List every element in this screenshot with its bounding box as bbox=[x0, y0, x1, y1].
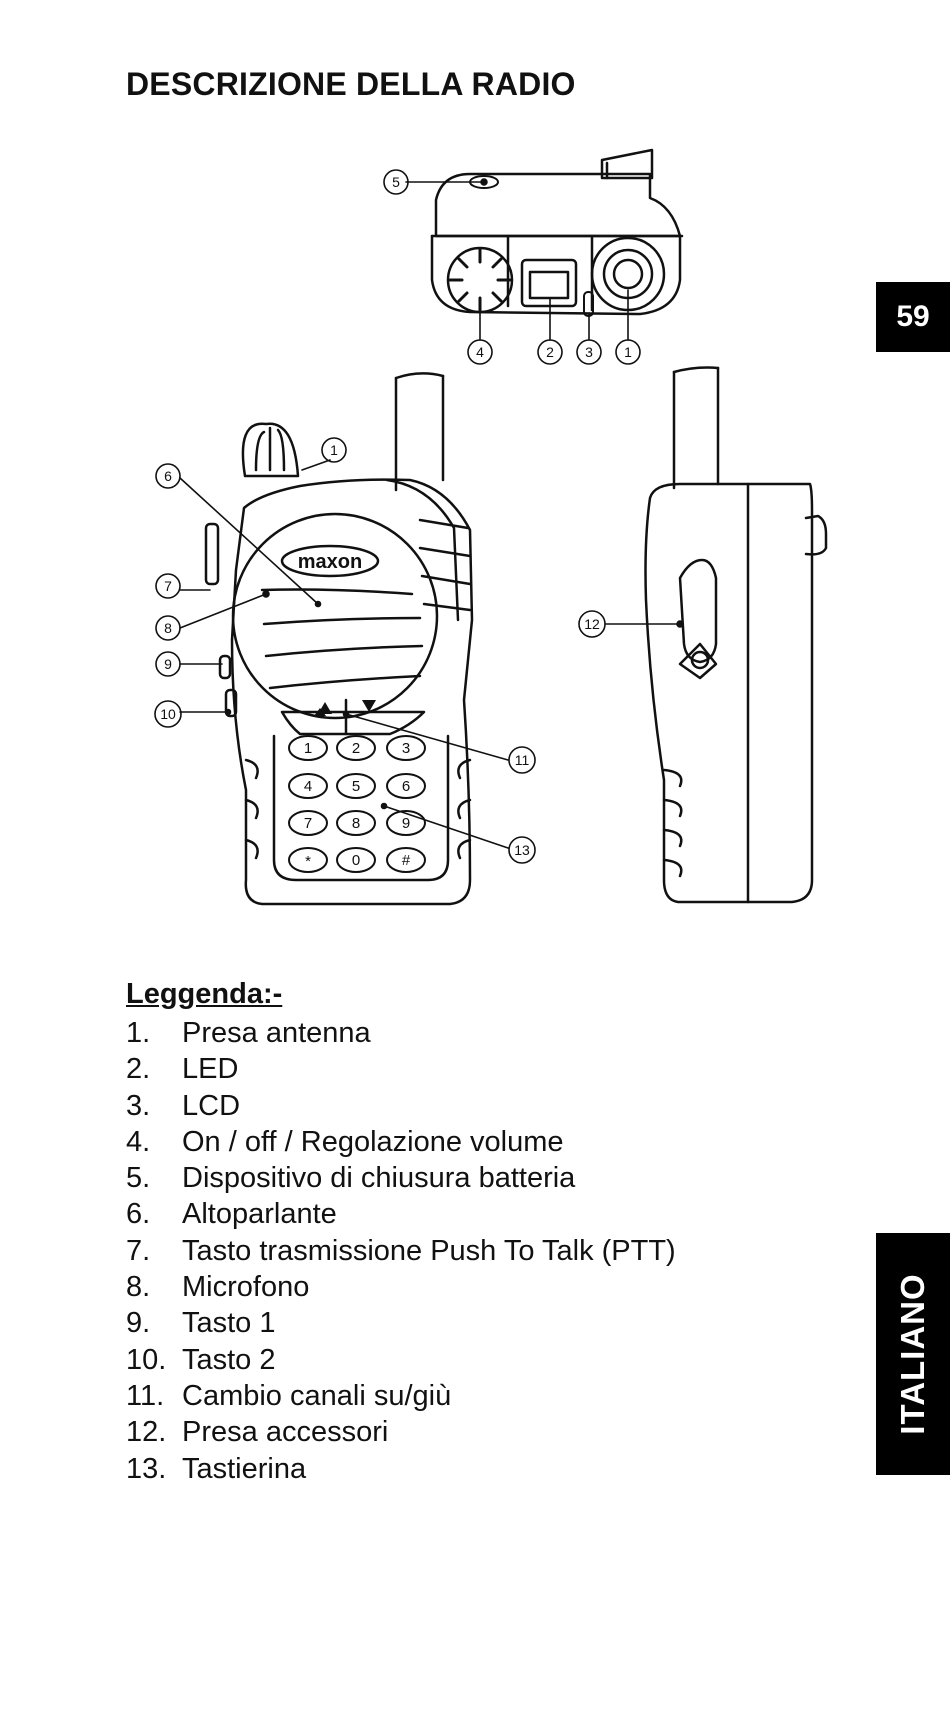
keypad-key-hash: # bbox=[402, 852, 411, 869]
keypad-key-4: 4 bbox=[304, 778, 312, 795]
callout-7: 7 bbox=[164, 578, 172, 594]
keypad-key-2: 2 bbox=[352, 740, 360, 757]
legend-item-label: Tasto trasmissione Push To Talk (PTT) bbox=[182, 1234, 676, 1267]
legend-item: 7. Tasto trasmissione Push To Talk (PTT) bbox=[126, 1233, 676, 1269]
radio-diagram: maxon 1 2 3 4 5 6 bbox=[154, 148, 828, 906]
callout-5: 5 bbox=[392, 174, 400, 190]
callout-8: 8 bbox=[164, 620, 172, 636]
legend-item-number: 6. bbox=[126, 1198, 151, 1231]
legend-item: 1. Presa antenna bbox=[126, 1015, 676, 1051]
keypad-key-star: * bbox=[305, 853, 311, 870]
legend-item-label: Tasto 2 bbox=[182, 1343, 276, 1376]
legend-item-label: Tastierina bbox=[182, 1452, 307, 1485]
legend-item-label: Tasto 1 bbox=[182, 1307, 276, 1340]
legend-item: 13. Tastierina bbox=[126, 1451, 676, 1487]
keypad-key-9: 9 bbox=[402, 815, 410, 832]
legend-item-label: Microfono bbox=[182, 1271, 310, 1304]
callout-1-front: 1 bbox=[330, 442, 338, 458]
legend-item: 11. Cambio canali su/giù bbox=[126, 1378, 676, 1414]
legend-item: 5. Dispositivo di chiusura batteria bbox=[126, 1160, 676, 1196]
language-tab-label: ITALIANO bbox=[894, 1273, 931, 1435]
legend-item-label: Cambio canali su/giù bbox=[182, 1379, 452, 1412]
legend-title: Leggenda:- bbox=[126, 978, 283, 1010]
language-tab: ITALIANO bbox=[876, 1233, 950, 1475]
callouts: 5 4 2 3 1 1 6 7 8 9 10 11 13 12 bbox=[154, 169, 641, 864]
page-title: DESCRIZIONE DELLA RADIO bbox=[126, 66, 576, 102]
legend-item-number: 4. bbox=[126, 1125, 151, 1158]
keypad-key-8: 8 bbox=[352, 815, 360, 832]
callout-10: 10 bbox=[160, 706, 176, 722]
legend-item-label: On / off / Regolazione volume bbox=[182, 1125, 564, 1158]
callout-2: 2 bbox=[546, 344, 554, 360]
legend-item-label: Dispositivo di chiusura batteria bbox=[182, 1162, 576, 1195]
legend-item-number: 7. bbox=[126, 1234, 151, 1267]
legend-item: 2. LED bbox=[126, 1051, 676, 1087]
brand-logo-text: maxon bbox=[298, 551, 362, 573]
legend-item-label: LCD bbox=[182, 1089, 241, 1122]
keypad-key-0: 0 bbox=[352, 852, 360, 869]
legend-item: 8. Microfono bbox=[126, 1269, 676, 1305]
callout-6: 6 bbox=[164, 468, 172, 484]
legend: Leggenda:- 1. Presa antenna 2. LED 3. LCD 4… bbox=[126, 978, 676, 1487]
keypad-key-1: 1 bbox=[304, 740, 312, 757]
legend-item: 4. On / off / Regolazione volume bbox=[126, 1124, 676, 1160]
callout-1-top: 1 bbox=[624, 344, 632, 360]
legend-item-number: 10. bbox=[126, 1343, 167, 1376]
legend-item-number: 3. bbox=[126, 1089, 151, 1122]
legend-item-label: Presa accessori bbox=[182, 1416, 389, 1449]
radio-side-view bbox=[605, 366, 828, 904]
callout-3: 3 bbox=[585, 344, 593, 360]
legend-list: 1. Presa antenna 2. LED 3. LCD 4. On / off /… bbox=[126, 1015, 676, 1487]
callout-9: 9 bbox=[164, 656, 172, 672]
page-number-tab: 59 bbox=[876, 282, 950, 352]
legend-item: 10. Tasto 2 bbox=[126, 1342, 676, 1378]
radio-front-view: maxon 1 2 3 4 5 6 bbox=[179, 372, 509, 906]
legend-item-label: Altoparlante bbox=[182, 1198, 337, 1231]
legend-item-number: 5. bbox=[126, 1162, 151, 1195]
keypad-key-5: 5 bbox=[352, 778, 360, 795]
callout-13: 13 bbox=[514, 842, 530, 858]
legend-item-number: 12. bbox=[126, 1416, 167, 1449]
callout-11: 11 bbox=[515, 752, 530, 768]
keypad-key-6: 6 bbox=[402, 778, 410, 795]
legend-item-label: Presa antenna bbox=[182, 1017, 371, 1049]
legend-item-number: 2. bbox=[126, 1053, 151, 1086]
legend-item-number: 13. bbox=[126, 1452, 167, 1485]
keypad-key-3: 3 bbox=[402, 740, 410, 757]
callout-12: 12 bbox=[584, 616, 600, 632]
legend-item: 6. Altoparlante bbox=[126, 1196, 676, 1232]
legend-item-number: 9. bbox=[126, 1307, 151, 1340]
legend-item: 9. Tasto 1 bbox=[126, 1305, 676, 1341]
legend-item-label: LED bbox=[182, 1053, 239, 1086]
keypad: 1 2 3 4 5 6 7 8 9 * 0 # bbox=[288, 735, 426, 873]
radio-top-view bbox=[405, 148, 684, 341]
legend-item-number: 1. bbox=[126, 1017, 151, 1049]
legend-item: 12. Presa accessori bbox=[126, 1414, 676, 1450]
keypad-key-7: 7 bbox=[304, 815, 312, 832]
callout-4: 4 bbox=[476, 344, 484, 360]
legend-item-number: 11. bbox=[126, 1379, 165, 1412]
legend-item-number: 8. bbox=[126, 1271, 151, 1304]
legend-item: 3. LCD bbox=[126, 1088, 676, 1124]
